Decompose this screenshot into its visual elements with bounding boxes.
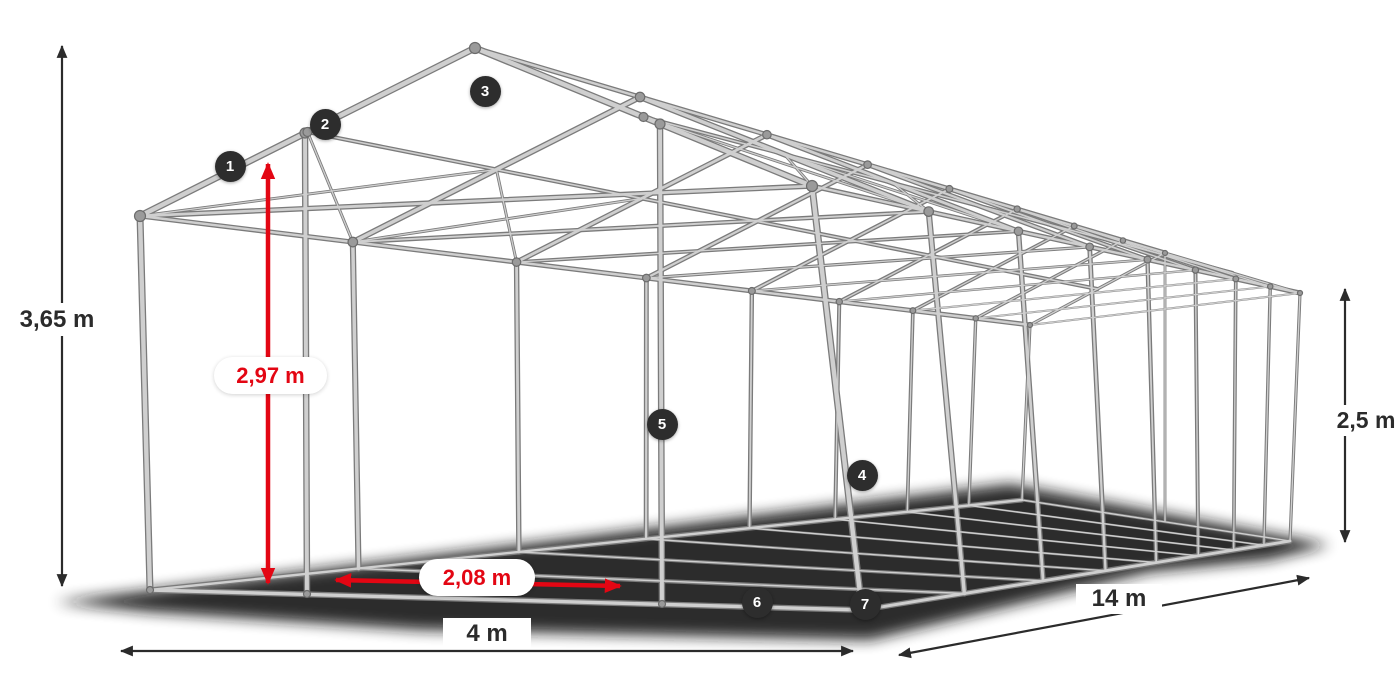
part-badge-7: 7 [849,588,881,620]
part-badge-1: 1 [214,150,246,182]
part-badge-6: 6 [741,586,773,618]
frame-connectors [133,41,1304,615]
side-height-label: 2,5 m [1333,405,1399,436]
clear-height-label: 2,97 m [214,357,327,394]
entrance-width-label: 2,08 m [419,559,535,596]
length-dimension-arrow [897,574,1311,659]
length-label: 14 m [1076,584,1162,614]
total-height-label: 3,65 m [6,303,108,336]
part-badge-4: 4 [846,459,878,491]
part-badge-3: 3 [469,75,501,107]
part-badge-5: 5 [646,408,678,440]
width-label: 4 m [443,618,531,649]
part-badge-2: 2 [309,108,341,140]
